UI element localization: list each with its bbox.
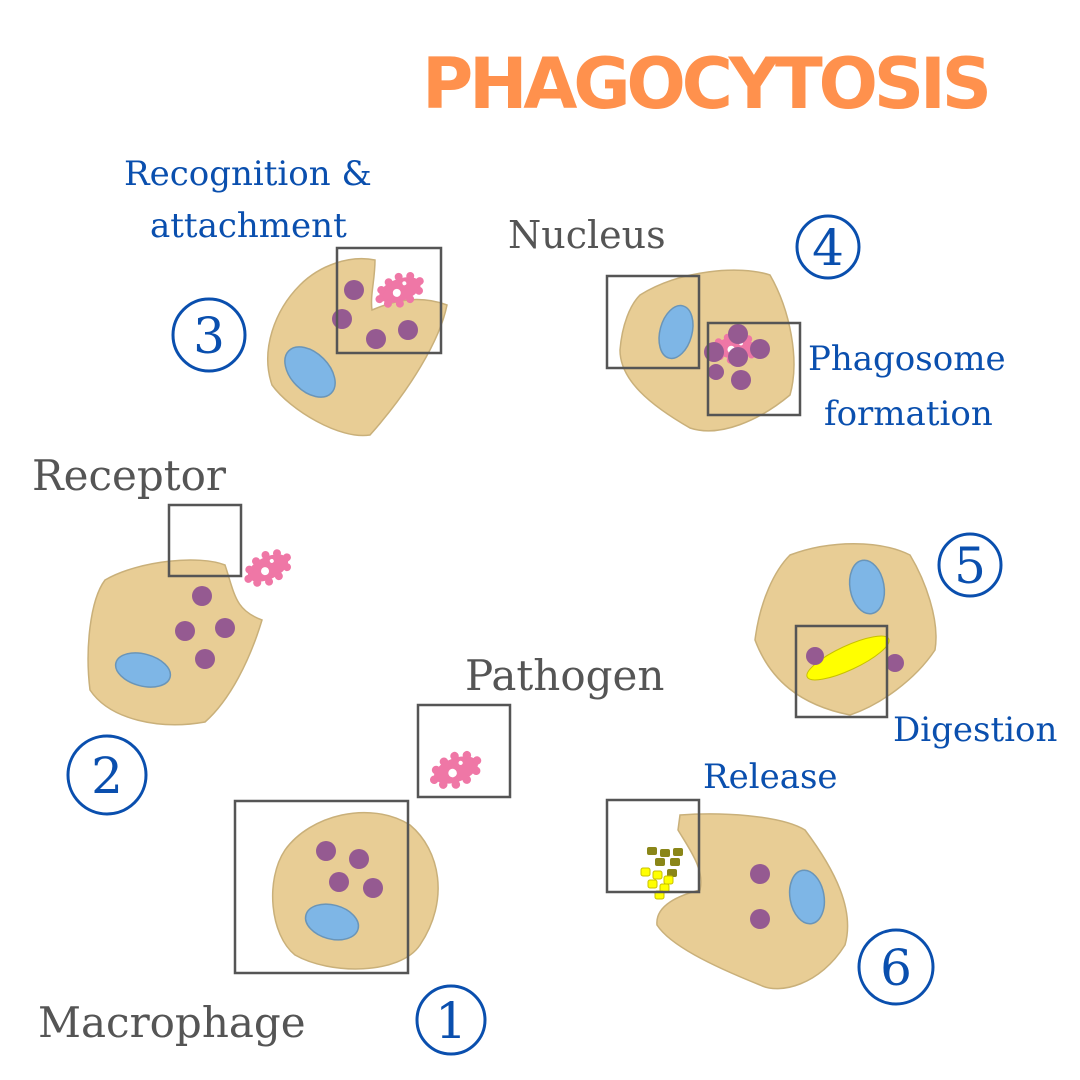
svg-text:5: 5 xyxy=(954,537,986,595)
pathogen-label: Pathogen xyxy=(465,651,664,700)
step-3-attachment xyxy=(267,246,448,437)
step-1-macrophage xyxy=(233,799,439,975)
step-6-release xyxy=(605,798,849,990)
step-4-label-line2: formation xyxy=(824,394,993,434)
step-3-label: Recognition & xyxy=(124,154,372,194)
step-2-receptor xyxy=(87,503,299,726)
step-5-label: Digestion xyxy=(893,710,1057,750)
step-4-label: Phagosome xyxy=(808,339,1006,379)
pathogen xyxy=(416,703,512,799)
step-1-label: Macrophage xyxy=(38,998,306,1047)
step-number-1: 1 xyxy=(415,984,487,1056)
step-4-phagosome xyxy=(605,269,802,432)
step-5-digestion xyxy=(754,543,937,719)
step-6-label: Release xyxy=(703,757,838,797)
svg-text:3: 3 xyxy=(193,307,225,365)
step-number-3: 3 xyxy=(171,297,247,373)
step-number-5: 5 xyxy=(937,532,1003,598)
step-number-6: 6 xyxy=(857,928,935,1006)
diagram-title: PHAGOCYTOSIS xyxy=(422,43,992,125)
step-number-2: 2 xyxy=(66,734,148,816)
svg-text:1: 1 xyxy=(435,992,467,1050)
nucleus-label: Nucleus xyxy=(508,213,666,257)
step-2-label: Receptor xyxy=(32,451,227,500)
step-number-4: 4 xyxy=(795,214,861,280)
svg-text:6: 6 xyxy=(880,939,912,997)
step-3-label-line2: attachment xyxy=(150,206,347,246)
svg-text:4: 4 xyxy=(812,219,844,277)
svg-text:2: 2 xyxy=(91,747,123,805)
